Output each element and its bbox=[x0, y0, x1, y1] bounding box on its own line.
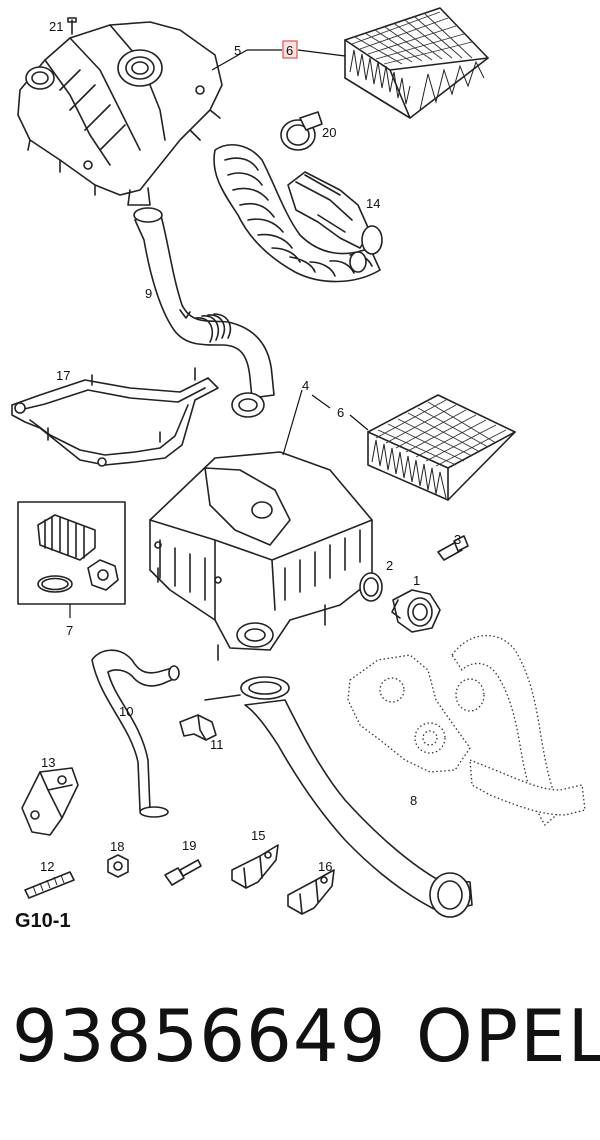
air-filter-element[interactable] bbox=[367, 394, 516, 501]
air-filter-element-top[interactable] bbox=[344, 7, 489, 119]
seal-ring-part[interactable] bbox=[359, 572, 383, 602]
callout-10: 10 bbox=[119, 704, 133, 719]
callout-6: 6 bbox=[337, 405, 344, 420]
mounting-bracket-13[interactable] bbox=[21, 767, 79, 836]
screw-part-19[interactable] bbox=[164, 859, 202, 886]
callout-16: 16 bbox=[318, 859, 332, 874]
callout-12: 12 bbox=[40, 859, 54, 874]
callout-1: 1 bbox=[413, 573, 420, 588]
intake-hose-part[interactable] bbox=[213, 144, 383, 283]
callout-3: 3 bbox=[454, 532, 461, 547]
callout-14: 14 bbox=[366, 196, 380, 211]
intake-duct-part[interactable] bbox=[204, 676, 473, 918]
mounting-bracket-15[interactable] bbox=[231, 844, 279, 889]
air-box-housing-part[interactable] bbox=[149, 451, 373, 661]
diagram-code-label: G10-1 bbox=[15, 910, 71, 932]
callout-4: 4 bbox=[302, 378, 309, 393]
hex-nut-part[interactable] bbox=[107, 854, 129, 878]
breather-pipe-part[interactable] bbox=[91, 649, 180, 818]
part-number: 93856649 bbox=[12, 994, 387, 1078]
callout-21: 21 bbox=[49, 19, 63, 34]
turbo-assembly-reference bbox=[347, 634, 586, 826]
air-box-cover-part[interactable] bbox=[17, 17, 223, 206]
bolt-part-3[interactable] bbox=[437, 535, 469, 561]
threaded-stud-part[interactable] bbox=[24, 871, 75, 899]
callout-2: 2 bbox=[386, 558, 393, 573]
callout-20: 20 bbox=[322, 125, 336, 140]
callout-6-highlighted: 6 bbox=[286, 43, 293, 58]
callout-11: 11 bbox=[210, 737, 224, 752]
callout-9: 9 bbox=[145, 286, 152, 301]
hose-clip-part[interactable] bbox=[179, 714, 217, 741]
callout-8: 8 bbox=[410, 793, 417, 808]
brand-name: OPEL bbox=[416, 994, 600, 1078]
repair-kit-box[interactable] bbox=[17, 501, 126, 618]
callout-17: 17 bbox=[56, 368, 70, 383]
callout-13: 13 bbox=[41, 755, 55, 770]
callout-5: 5 bbox=[234, 43, 241, 58]
mass-air-flow-sensor[interactable] bbox=[391, 589, 441, 633]
callout-18: 18 bbox=[110, 839, 124, 854]
leader-lines bbox=[211, 49, 369, 456]
air-duct-part[interactable] bbox=[133, 207, 275, 418]
callout-7: 7 bbox=[66, 623, 73, 638]
callout-labels: 21 5 6 20 14 9 17 4 6 3 2 1 7 10 11 13 8… bbox=[40, 19, 461, 874]
highlighted-callout-box bbox=[282, 40, 298, 59]
mounting-bracket-16[interactable] bbox=[287, 869, 335, 915]
bracket-frame-part[interactable] bbox=[11, 367, 219, 467]
callout-19: 19 bbox=[182, 838, 196, 853]
hose-clamp-part[interactable] bbox=[280, 111, 323, 151]
callout-15: 15 bbox=[251, 828, 265, 843]
